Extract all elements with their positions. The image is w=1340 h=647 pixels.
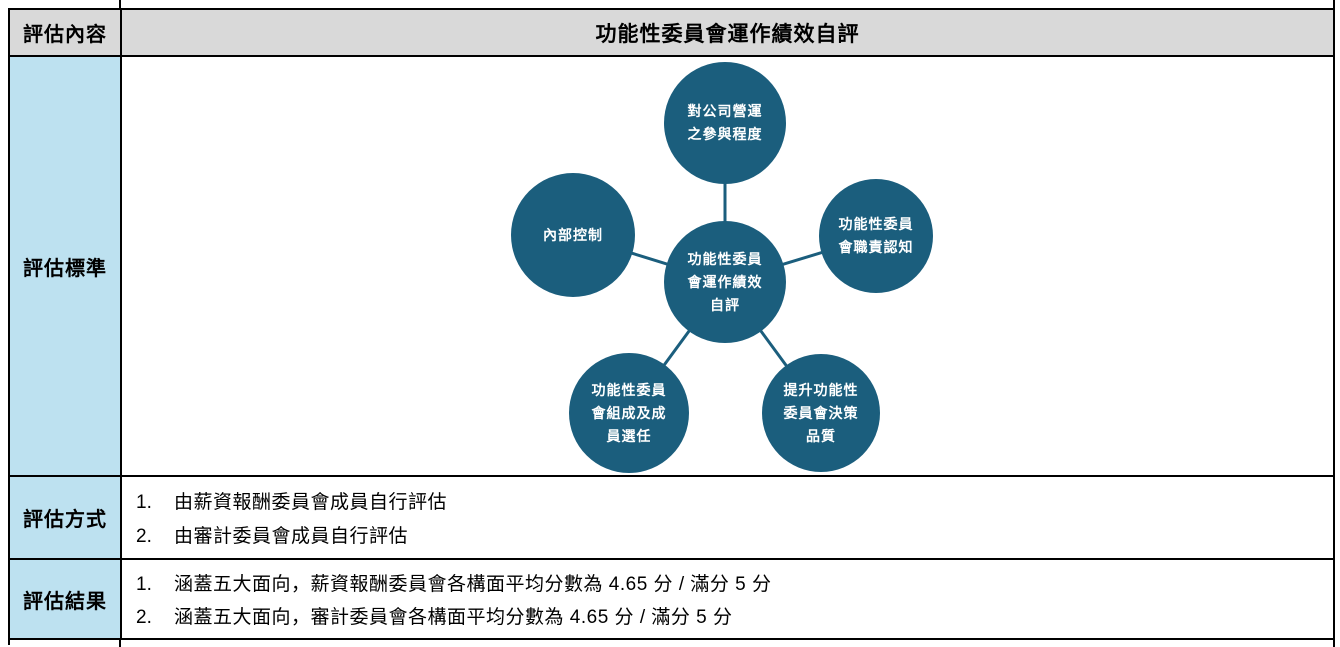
list-item-text: 由薪資報酬委員會成員自行評估: [174, 491, 448, 513]
diagram-node-improve-decision-quality: 提升功能性 委員會決策 品質: [762, 354, 880, 472]
list-item: 2. 涵蓋五大面向，審計委員會各構面平均分數為 4.65 分 / 滿分 5 分: [136, 602, 1323, 629]
node-line: 對公司營運: [687, 103, 763, 119]
diagram-node-internal-control: 內部控制: [511, 173, 635, 297]
node-line: 委員會決策: [783, 404, 859, 421]
method-list: 1. 由薪資報酬委員會成員自行評估 2. 由審計委員會成員自行評估: [122, 477, 1333, 560]
node-line: 品質: [806, 427, 836, 444]
table-crop-tick: [1333, 0, 1335, 10]
list-item: 1. 由薪資報酬委員會成員自行評估: [136, 487, 1323, 514]
list-item-number: 2.: [136, 526, 152, 548]
diagram-node-committee-duty-awareness: 功能性委員 會職責認知: [819, 179, 933, 293]
table-crop-tick: [1333, 638, 1335, 647]
table-crop-tick: [119, 0, 121, 10]
node-line: 功能性委員: [591, 381, 667, 398]
row-label-content: 評估內容: [10, 10, 122, 57]
criteria-diagram: 對公司營運 之參與程度 內部控制 功能性委員 會職責認知 功能性委員 會運作績效…: [122, 57, 1333, 477]
evaluation-table: 評估內容 功能性委員會運作績效自評 評估標準 對公司營運 之參與程度 內部控制: [8, 8, 1335, 640]
table-title: 功能性委員會運作績效自評: [122, 10, 1333, 57]
result-list: 1. 涵蓋五大面向，薪資報酬委員會各構面平均分數為 4.65 分 / 滿分 5 …: [122, 560, 1333, 638]
row-label-criteria: 評估標準: [10, 57, 122, 477]
list-item: 1. 涵蓋五大面向，薪資報酬委員會各構面平均分數為 4.65 分 / 滿分 5 …: [136, 569, 1323, 596]
list-item-number: 1.: [136, 491, 152, 513]
node-line: 員選任: [606, 427, 652, 444]
row-label-method: 評估方式: [10, 477, 122, 560]
node-line: 會職責認知: [838, 239, 914, 255]
node-line: 會組成及成: [591, 404, 667, 421]
node-line: 提升功能性: [783, 381, 859, 398]
table-crop-tick: [119, 638, 121, 647]
list-item-number: 1.: [136, 573, 152, 595]
list-item-text: 涵蓋五大面向，薪資報酬委員會各構面平均分數為 4.65 分 / 滿分 5 分: [174, 573, 772, 595]
node-line: 自評: [710, 296, 740, 313]
list-item-text: 涵蓋五大面向，審計委員會各構面平均分數為 4.65 分 / 滿分 5 分: [174, 607, 733, 629]
row-label-result: 評估結果: [10, 560, 122, 638]
list-item-number: 2.: [136, 607, 152, 629]
node-line: 內部控制: [543, 226, 603, 243]
node-line: 功能性委員: [838, 216, 914, 232]
list-item: 2. 由審計委員會成員自行評估: [136, 521, 1323, 548]
node-line: 會運作績效: [687, 273, 763, 290]
diagram-node-company-operation-participation: 對公司營運 之參與程度: [664, 62, 786, 184]
diagram-node-committee-composition-selection: 功能性委員 會組成及成 員選任: [569, 353, 689, 473]
list-item-text: 由審計委員會成員自行評估: [174, 526, 409, 548]
node-line: 之參與程度: [687, 126, 763, 142]
diagram-node-center-self-evaluation: 功能性委員 會運作績效 自評: [664, 221, 786, 343]
node-line: 功能性委員: [687, 250, 763, 267]
table-crop-tick: [8, 638, 10, 645]
